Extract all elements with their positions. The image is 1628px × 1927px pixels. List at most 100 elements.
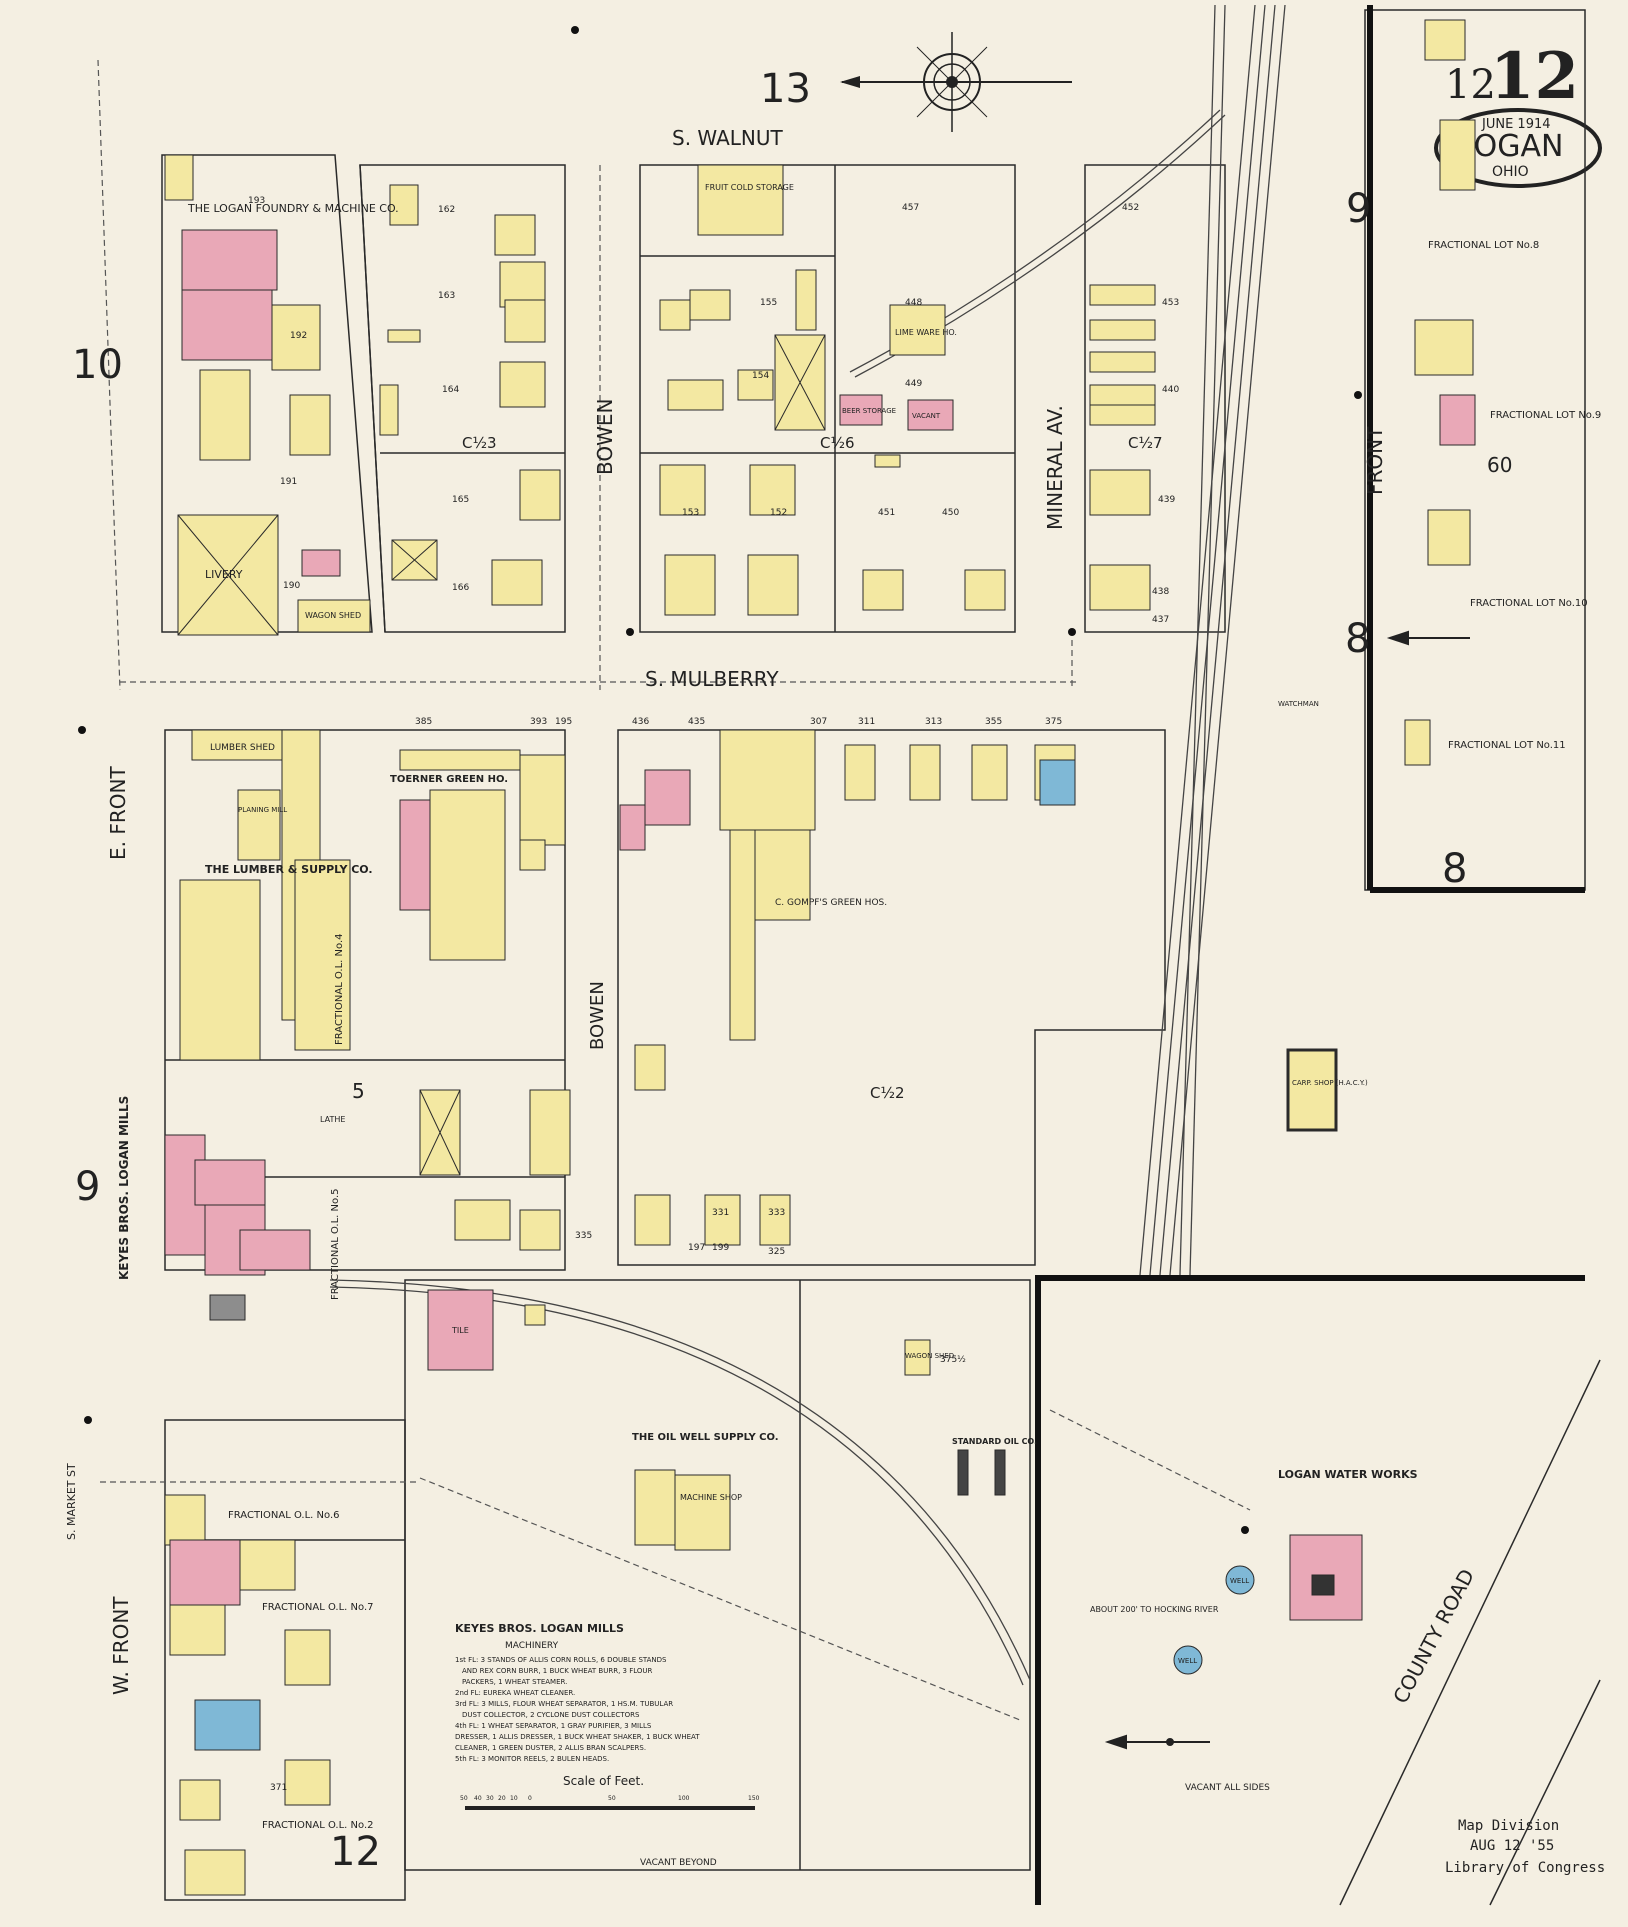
address-number: 195	[555, 717, 572, 727]
address-number: 335	[575, 1231, 592, 1241]
label-planing-mill: PLANING MILL	[238, 806, 287, 814]
address-number: 385	[415, 717, 432, 727]
street-bowen-north: BOWEN	[593, 399, 617, 475]
scale-bar: Scale of Feet. 50 40 30 20 10 0 50 100 1…	[460, 1774, 760, 1810]
scale-tick: 30	[486, 1795, 494, 1802]
label-standard-oil: STANDARD OIL CO.	[952, 1437, 1037, 1446]
street-front-right: FRONT	[1363, 426, 1387, 495]
label-water-works: LOGAN WATER WORKS	[1278, 1468, 1418, 1481]
machinery-line: CLEANER, 1 GREEN DUSTER, 2 ALLIS BRAN SC…	[455, 1744, 646, 1752]
address-number: 191	[280, 477, 297, 487]
label-well-1: WELL	[1230, 1577, 1249, 1585]
address-number: 375½	[940, 1355, 966, 1365]
label-lumber-supply: THE LUMBER & SUPPLY CO.	[205, 863, 373, 876]
address-number: 457	[902, 203, 919, 213]
label-about-river: ABOUT 200' TO HOCKING RIVER	[1090, 1605, 1219, 1614]
fractional-ol-7: FRACTIONAL O.L. No.7	[262, 1602, 373, 1613]
label-keyes-bros: KEYES BROS. LOGAN MILLS	[117, 1096, 131, 1280]
address-number: 371	[270, 1783, 287, 1793]
address-number: 453	[1162, 298, 1179, 308]
sheet-header: 12 12 JUNE 1914 LOGAN OHIO	[1434, 39, 1602, 188]
label-vacant: VACANT	[912, 412, 941, 420]
buildings	[164, 19, 1476, 1896]
county-road	[1339, 1359, 1601, 1906]
address-number: 199	[712, 1243, 729, 1253]
label-toerner-green: TOERNER GREEN HO.	[390, 774, 508, 785]
scale-title: Scale of Feet.	[563, 1774, 644, 1788]
machinery-line: 5th FL: 3 MONITOR REELS, 2 BULEN HEADS.	[455, 1755, 609, 1763]
address-number: 440	[1162, 385, 1179, 395]
adjacent-sheet-8-a: 8	[1345, 616, 1370, 662]
city-oval	[1434, 108, 1602, 188]
label-gompfs: C. GOMPF'S GREEN HOS.	[775, 898, 887, 908]
label-well-2: WELL	[1178, 1657, 1197, 1665]
label-tile: TILE	[451, 1326, 469, 1335]
scale-tick: 50	[608, 1795, 616, 1802]
scale-tick: 10	[510, 1795, 518, 1802]
street-w-front: W. FRONT	[109, 1596, 133, 1695]
label-cv3: C½3	[462, 434, 497, 452]
compass-rose-icon	[840, 32, 1072, 132]
label-carp-shop: CARP. SHOP (H.A.C.Y.)	[1292, 1079, 1368, 1087]
adjacent-sheet-8-b: 8	[1442, 846, 1467, 892]
sheet-date: JUNE 1914	[1481, 117, 1551, 132]
scale-tick: 100	[678, 1795, 690, 1802]
adjacent-sheet-10: 10	[72, 342, 123, 388]
address-number: 448	[905, 298, 922, 308]
machinery-note: KEYES BROS. LOGAN MILLS MACHINERY 1st FL…	[455, 1622, 700, 1763]
address-number: 375	[1045, 717, 1062, 727]
label-cv7: C½7	[1128, 434, 1163, 452]
adjacent-sheet-12: 12	[330, 1829, 381, 1875]
address-number: 451	[878, 508, 895, 518]
street-market: S. MARKET ST	[65, 1463, 78, 1540]
adjacent-sheet-9-right: 9	[1346, 186, 1371, 232]
address-number: 192	[290, 331, 307, 341]
label-cv2: C½2	[870, 1084, 905, 1102]
label-wagon-shed-2: WAGON SHED	[905, 1352, 954, 1360]
label-lumber-shed: LUMBER SHED	[210, 743, 275, 753]
address-number: 155	[760, 298, 777, 308]
address-number: 438	[1152, 587, 1169, 597]
direction-arrow-icon	[1104, 630, 1470, 1750]
address-number: 439	[1158, 495, 1175, 505]
address-number: 331	[712, 1208, 729, 1218]
fractional-ol-6: FRACTIONAL O.L. No.6	[228, 1510, 339, 1521]
address-number: 164	[442, 385, 459, 395]
sheet-small-number: 12	[1445, 62, 1496, 108]
fractional-lot-11: FRACTIONAL LOT No.11	[1448, 740, 1566, 751]
label-watchman: WATCHMAN	[1278, 700, 1319, 708]
fractional-lot-9: FRACTIONAL LOT No.9	[1490, 410, 1601, 421]
machinery-subtitle: MACHINERY	[505, 1641, 559, 1651]
label-vacant-beyond: VACANT BEYOND	[640, 1858, 717, 1868]
adjacent-sheet-5: 5	[352, 1079, 365, 1103]
label-foundry: THE LOGAN FOUNDRY & MACHINE CO.	[187, 202, 399, 215]
address-number: 449	[905, 379, 922, 389]
scale-tick: 50	[460, 1795, 468, 1802]
machinery-line: DRESSER, 1 ALLIS DRESSER, 1 BUCK WHEAT S…	[455, 1733, 700, 1741]
machinery-line: 4th FL: 1 WHEAT SEPARATOR, 1 GRAY PURIFI…	[455, 1722, 652, 1730]
address-number: 452	[1122, 203, 1139, 213]
label-oil-well: THE OIL WELL SUPPLY CO.	[632, 1432, 779, 1443]
address-number: 153	[682, 508, 699, 518]
machinery-line: PACKERS, 1 WHEAT STEAMER.	[462, 1678, 567, 1686]
city-name: LOGAN	[1458, 129, 1563, 164]
address-number: 307	[810, 717, 827, 727]
street-walnut: S. WALNUT	[672, 126, 784, 150]
fractional-ol-4: FRACTIONAL O.L. No.4	[334, 934, 345, 1045]
address-number: 325	[768, 1247, 785, 1257]
water-pipes	[97, 59, 1251, 1721]
machinery-line: DUST COLLECTOR, 2 CYCLONE DUST COLLECTOR…	[462, 1711, 640, 1719]
scale-tick: 0	[528, 1795, 532, 1802]
address-number: 450	[942, 508, 959, 518]
machinery-line: 1st FL: 3 STANDS OF ALLIS CORN ROLLS, 6 …	[455, 1656, 667, 1664]
library-stamp: Map Division AUG 12 '55 Library of Congr…	[1445, 1818, 1605, 1876]
label-cv6: C½6	[820, 434, 855, 452]
hydrant-markers	[78, 26, 1362, 1534]
adjacent-sheet-60: 60	[1487, 453, 1512, 477]
address-number: 154	[752, 371, 769, 381]
label-machine-shop: MACHINE SHOP	[680, 1493, 742, 1502]
address-number: 152	[770, 508, 787, 518]
scale-tick: 150	[748, 1795, 760, 1802]
address-number: 311	[858, 717, 875, 727]
